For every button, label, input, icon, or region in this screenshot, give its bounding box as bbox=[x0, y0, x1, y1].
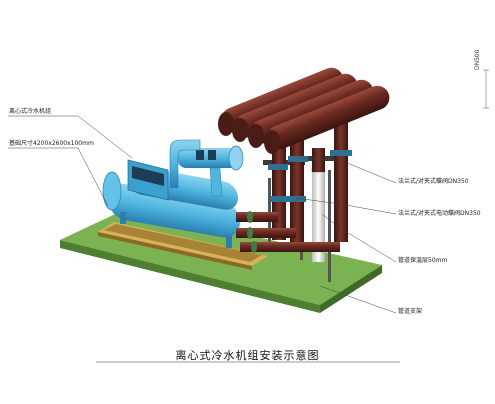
label-foundation: 基础尺寸4200x2600x100mm bbox=[9, 140, 94, 147]
branch-pipes bbox=[258, 212, 340, 252]
dimension-label: DN500 bbox=[474, 49, 481, 70]
chiller-nozzles bbox=[236, 211, 262, 253]
chiller-unit bbox=[102, 139, 244, 248]
leader-lines bbox=[8, 115, 397, 314]
label-support: 管道支架 bbox=[398, 308, 423, 315]
label-electric-valve: 法兰式/对夹式电动蝶阀DN350 bbox=[398, 210, 481, 217]
foundation-base bbox=[98, 222, 268, 270]
overhead-headers bbox=[218, 67, 390, 154]
dimension-marker bbox=[483, 69, 489, 109]
label-butterfly-valve: 法兰式/对夹式蝶阀DN350 bbox=[398, 178, 469, 185]
diagram-title: 离心式冷水机组安装示意图 bbox=[175, 349, 320, 362]
label-insulation: 管道保温层50mm bbox=[398, 257, 448, 264]
label-chiller: 离心式冷水机组 bbox=[9, 108, 52, 115]
valves bbox=[268, 150, 352, 202]
